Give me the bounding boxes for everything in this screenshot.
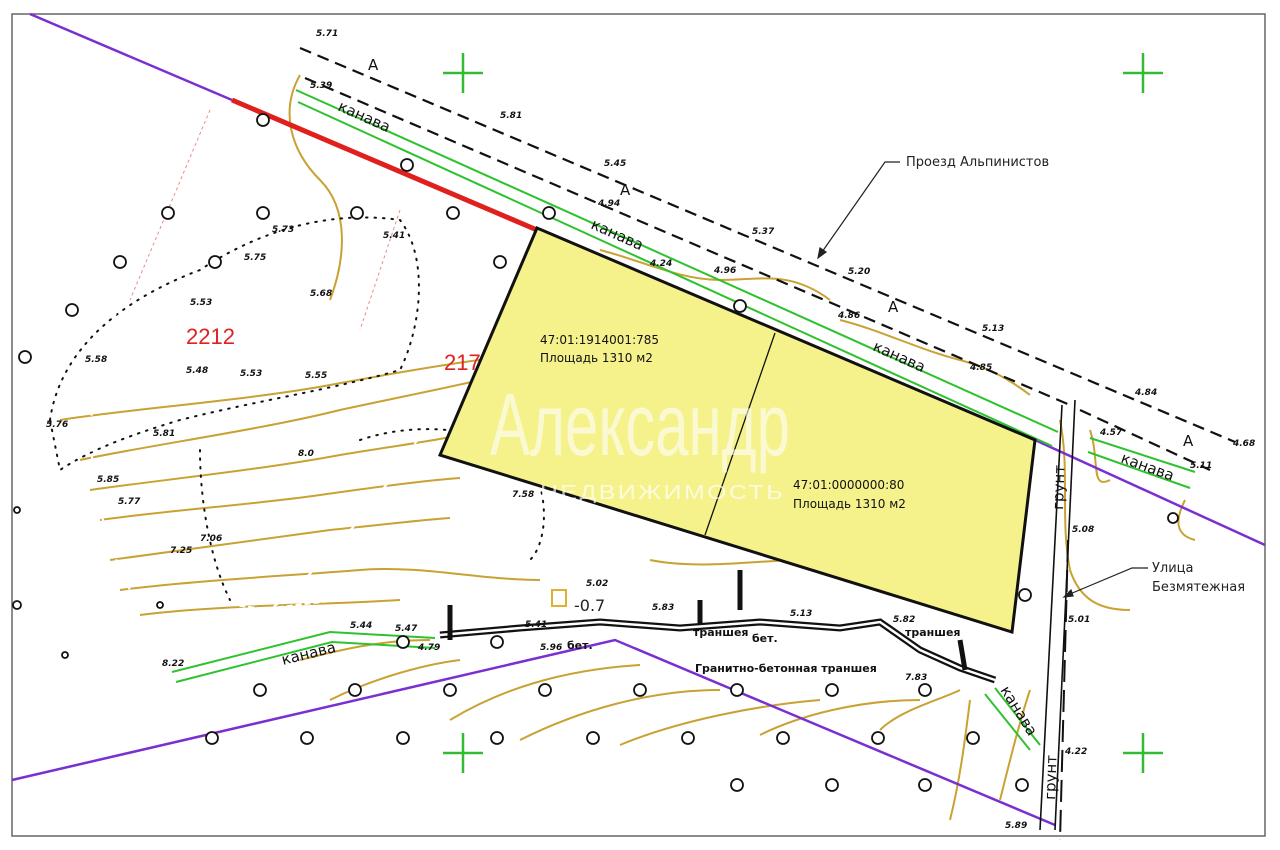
map-text: 5.85 [97,475,119,485]
parcel-2-cadastral: 47:01:0000000:80 [793,478,904,492]
map-text: 4.57 [1099,428,1123,438]
map-text: 5.45 [604,159,626,169]
map-text: 4.22 [1064,747,1087,757]
map-text: 5.55 [305,371,327,381]
map-text: 5.02 [586,579,608,589]
map-text: 5.76 [46,420,68,430]
map-text: 4.24 [649,259,672,269]
map-text: 5.58 [85,355,107,365]
map-text: 5.13 [790,609,812,619]
map-text: A [368,56,379,74]
map-text: 5.83 [652,603,674,613]
map-text: A [1183,432,1194,450]
watermark-sub: НЕДВИЖИМОСТЬ [540,482,785,504]
map-text: 7.06 [200,534,222,544]
map-text: 5.37 [752,227,775,237]
map-text: траншея [693,626,748,639]
parcel-2-area: Площадь 1310 м2 [793,497,906,511]
map-text: 5.89 [1005,821,1027,831]
map-text: 5.73 [272,225,294,235]
map-text: 5.47 [395,624,418,634]
parcel-1-area: Площадь 1310 м2 [540,351,653,365]
survey-circles [12,113,1179,792]
map-text: 4.96 [713,266,736,276]
map-text: 5.53 [240,369,262,379]
grid-crosses [443,53,1163,773]
map-text: 8.22 [162,659,184,669]
callout-arrows [817,161,1148,598]
dotted-outlines [48,216,545,601]
map-text: 5.01 [1068,615,1090,625]
map-text: 5.53 [190,298,212,308]
map-text: 5.81 [500,111,522,121]
parcel-polygon[interactable] [437,226,1037,634]
map-text: 5.11 [1190,461,1212,471]
canals [171,89,1196,751]
map-text: 5.39 [310,81,332,91]
watermark-logo: Александр НЕДВИЖИМОСТЬ [490,375,790,504]
map-text: 5.81 [153,429,175,439]
map-text: 4.86 [837,311,860,321]
watermark-main: Александр [490,375,790,474]
map-text: 7.25 [170,546,192,556]
map-text: 5.41 [525,620,547,630]
map-text: 5.20 [848,267,870,277]
map-text: 8.0 [298,449,314,459]
forest-outline [89,99,761,612]
map-text: бет. [752,632,778,645]
map-text: грунт [1041,754,1061,800]
map-text: 5.71 [316,29,338,39]
trench-label: Гранитно-бетонная траншея [695,662,877,675]
parcel-1-cadastral: 47:01:1914001:785 [540,333,659,347]
neighbor-parcel-217: 217 [444,350,481,375]
map-text: траншея [905,626,960,639]
map-text: 7.83 [905,673,927,683]
map-text: 5.68 [310,289,332,299]
map-text: 5.41 [383,231,405,241]
trench-labels: траншея бет. траншея бет. Гранитно-бетон… [567,596,960,675]
street-label-proezd: Проезд Альпинистов [906,155,1049,170]
map-text: 4.68 [1232,439,1255,449]
map-text: 5.13 [982,324,1004,334]
map-text: бет. [567,639,593,652]
map-text: A [620,181,631,199]
road-edges [299,46,1236,471]
map-text: 5.75 [244,253,266,263]
map-text: 4.85 [969,363,992,373]
map-text: 5.08 [1072,525,1094,535]
map-text: 5.48 [186,366,208,376]
map-text: грунт [1049,464,1069,510]
elevation-labels: 5.71 5.39 5.81 5.45 5.37 5.20 5.13 4.84 … [46,29,1255,831]
street-label-bezmyatezhnaya: Безмятежная [1152,580,1245,595]
map-text: 4.79 [417,643,440,653]
map-text: 7.58 [512,490,534,500]
map-text: 4.94 [597,199,620,209]
map-text: 5.96 [540,643,562,653]
trench [439,570,997,684]
map-text: 5.77 [118,497,141,507]
map-text: 4.84 [1134,388,1157,398]
street-label-ulitsa: Улица [1152,561,1194,576]
map-text: A [888,298,899,316]
map-text: 5.82 [893,615,915,625]
neighbor-parcel-2212: 2212 [186,324,235,349]
small-structure [551,589,567,607]
map-text: -0.7 [574,596,605,615]
map-text: 5.44 [350,621,372,631]
